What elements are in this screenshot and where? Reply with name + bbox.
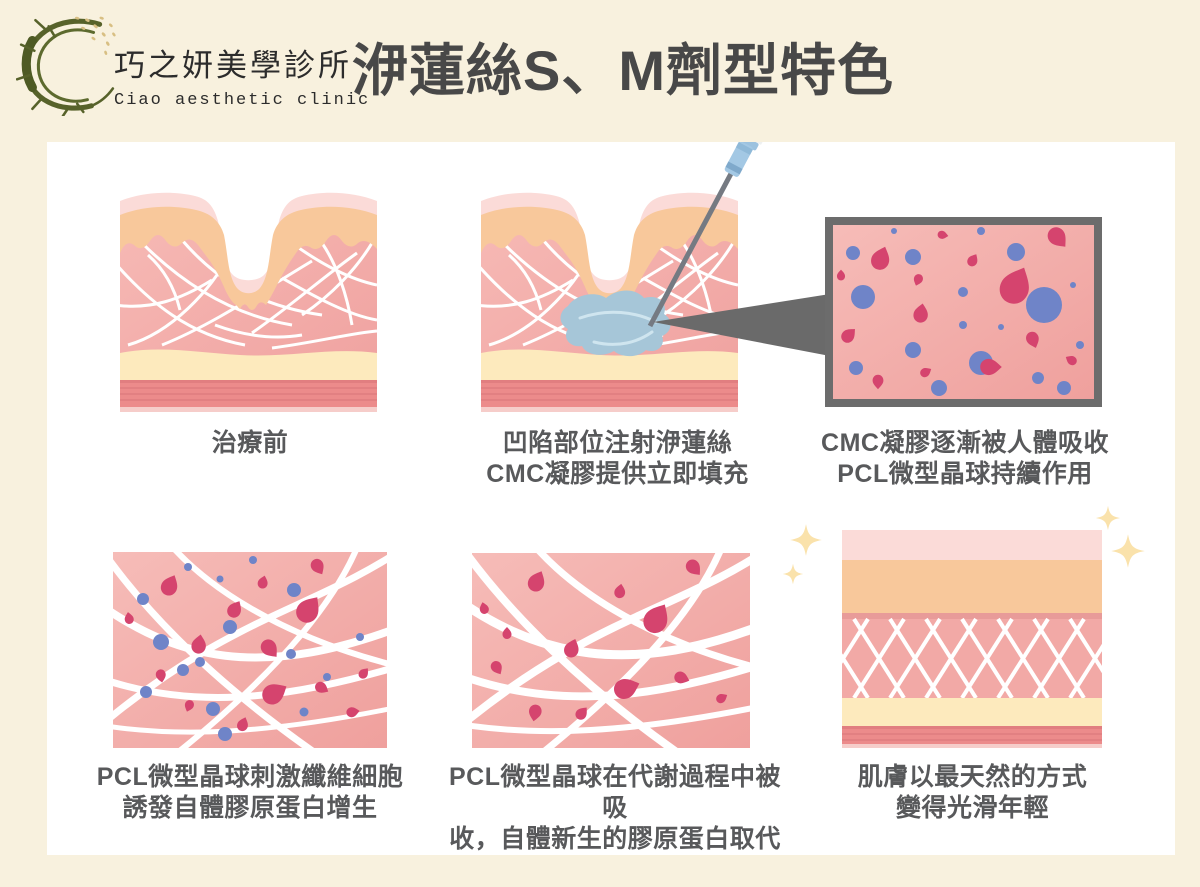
caption-inject: 凹陷部位注射洢蓮絲 CMC凝膠提供立即填充 [455, 428, 780, 490]
caption-line: 變得光滑年輕 [895, 794, 1049, 822]
illustration-skin-smooth [842, 530, 1102, 748]
caption-line: PCL微型晶球在代謝過程中被吸 [448, 763, 781, 822]
illustration-magnified-gel [825, 217, 1102, 407]
wreath-logo-icon [16, 16, 116, 116]
illustration-collagen-stimulation [113, 552, 387, 748]
caption-stimulate: PCL微型晶球刺激纖維細胞 誘發自體膠原蛋白增生 [85, 762, 415, 824]
illustration-collagen-replacement [472, 553, 750, 748]
pcl-beads [137, 556, 364, 741]
sparkle-icon [790, 524, 822, 556]
clinic-subtitle: Ciao aesthetic clinic [114, 91, 371, 110]
caption-line: PCL微型晶球持續作用 [837, 460, 1093, 488]
sparkle-icon [782, 563, 804, 585]
caption-line: 治療前 [211, 429, 289, 457]
gel-blob [560, 290, 671, 357]
illustration-skin-injection [478, 142, 790, 412]
illustration-skin-before [120, 183, 377, 412]
clinic-identity: 巧之妍美學診所 Ciao aesthetic clinic [114, 40, 370, 110]
clinic-name: 巧之妍美學診所 [114, 48, 352, 83]
caption-line: 凹陷部位注射洢蓮絲 [502, 429, 733, 457]
magnified-content [833, 225, 1094, 399]
caption-line: 收，自體新生的膠原蛋白取代 [449, 825, 781, 853]
magnify-callout-triangle [653, 294, 830, 356]
caption-metabolize: PCL微型晶球在代謝過程中被吸 收，自體新生的膠原蛋白取代 [445, 762, 785, 855]
caption-line: CMC凝膠逐漸被人體吸收 [821, 429, 1109, 457]
caption-result: 肌膚以最天然的方式 變得光滑年輕 [810, 762, 1135, 824]
caption-line: 誘發自體膠原蛋白增生 [122, 794, 378, 822]
content-card: 治療前 凹陷部位注射洢蓮絲 CMC凝膠提供立即填充 CMC凝膠逐漸被人體吸收 P… [47, 142, 1175, 855]
caption-magnified: CMC凝膠逐漸被人體吸收 PCL微型晶球持續作用 [805, 428, 1125, 490]
caption-line: CMC凝膠提供立即填充 [486, 460, 749, 488]
page-title: 洢蓮絲S、M劑型特色 [352, 39, 894, 102]
caption-line: PCL微型晶球刺激纖維細胞 [96, 763, 404, 791]
sparkle-icon [1111, 534, 1145, 568]
caption-before: 治療前 [120, 428, 380, 459]
syringe-icon [647, 142, 790, 328]
sparkle-icon [1095, 505, 1121, 531]
caption-line: 肌膚以最天然的方式 [857, 763, 1088, 791]
